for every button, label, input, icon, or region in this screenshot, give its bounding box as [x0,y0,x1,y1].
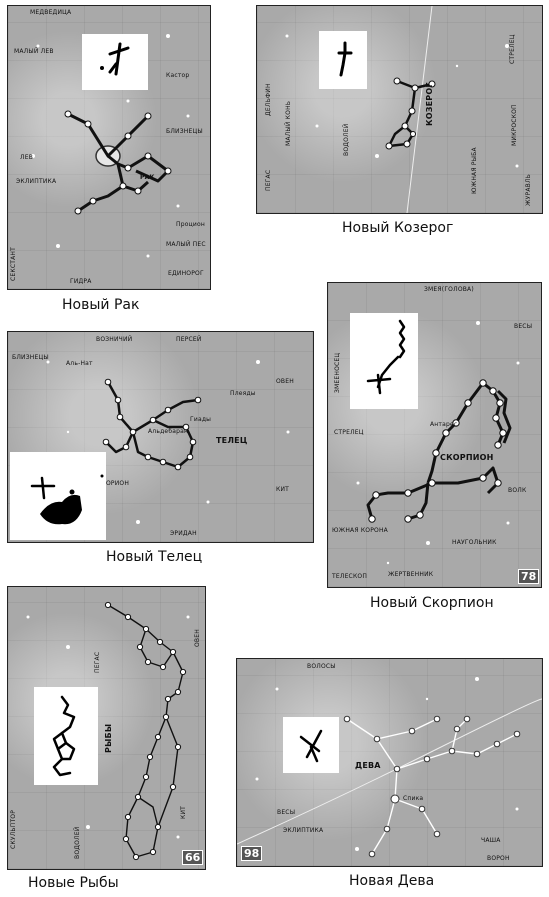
label-oven: ОВЕН [276,378,294,385]
label-persey: ПЕРСЕЙ [176,336,202,343]
label-strelec: СТРЕЛЕЦ [509,34,516,64]
label-pegas: ПЕГАС [265,169,272,191]
constellation-kozerog-chart [285,6,519,213]
label-bliznecy: БЛИЗНЕЦЫ [12,354,49,361]
label-antares: Антарес [430,421,458,428]
constellation-ryby-chart [26,601,190,861]
caption-skorpion: Новый Скорпион [370,595,494,611]
label-chasha: ЧАША [481,837,501,844]
constellation-rak-chart [31,34,190,258]
deva-shape-icon [299,729,323,763]
label-giady: Гиады [190,416,212,423]
caption-kozerog: Новый Козерог [342,220,454,236]
label-ekliptika: ЭКЛИПТИКА [16,178,57,185]
label-maly-lev: МАЛЫЙ ЛЕВ [14,48,54,55]
label-zmeya: ЗМЕЯ(ГОЛОВА) [424,286,474,293]
constellation-telec-chart [46,360,290,524]
label-telec: ТЕЛЕЦ [216,436,248,445]
page-number-66: 66 [182,850,204,865]
label-volk: ВОЛК [508,487,527,494]
label-voron: ВОРОН [487,855,510,862]
label-orion: ОРИОН [106,480,130,487]
map-ryby: ПЕГАС РЫБЫ КИТ СКУЛЬПТОР ВОДОЛЕЙ ОВЕН 66 [7,586,206,870]
caption-ryby: Новые Рыбы [28,875,119,891]
label-aldebaran: Альдебаран [148,428,189,435]
label-telescope: ТЕЛЕСКОП [332,573,368,580]
label-sekstant: СЕКСТАНТ [10,247,17,281]
label-edinorog: ЕДИНОРОГ [168,270,204,277]
map-telec: ВОЗНИЧИЙ ПЕРСЕЙ БЛИЗНЕЦЫ Аль-Нат ОВЕН Пл… [7,331,314,543]
map-rak: МЕДВЕДИЦА МАЛЫЙ ЛЕВ ЛЕВ ЭКЛИПТИКА РАК БЛ… [7,5,211,290]
ryby-shape-icon [52,695,76,777]
label-lev: ЛЕВ [20,154,34,161]
label-gidra: ГИДРА [70,278,92,285]
label-yuzhnaya-ryba: ЮЖНАЯ РЫБА [471,147,478,194]
map-skorpion: ЗМЕЯ(ГОЛОВА) ВЕСЫ ЗМЕЕНОСЕЦ СТРЕЛЕЦ Анта… [327,282,542,588]
constellation-deva-chart [237,677,542,858]
caption-deva: Новая Дева [349,873,435,889]
page-number-78: 78 [518,569,540,584]
label-vesy: ВЕСЫ [277,809,296,816]
shape-inset-deva [283,717,339,773]
label-oven: ОВЕН [194,629,201,647]
label-kozerog: КОЗЕРОГ [425,82,434,126]
skorpion-shape-icon [366,319,406,395]
label-ekliptika: ЭКЛИПТИКА [283,827,324,834]
label-skorpion: СКОРПИОН [440,453,494,462]
label-mikroskop: МИКРОСКОП [511,104,518,146]
label-maly-pes: МАЛЫЙ ПЕС [166,241,206,248]
label-medvedica: МЕДВЕДИЦА [30,9,72,16]
shape-inset-ryby [34,687,98,785]
label-strelec: СТРЕЛЕЦ [334,429,364,436]
label-vesy: ВЕСЫ [514,323,533,330]
label-bliznecy: БЛИЗНЕЦЫ [166,128,203,135]
label-zhuravl: ЖУРАВЛЬ [525,174,532,206]
label-volosy: ВОЛОСЫ [307,663,336,670]
label-yuzhnaya-korona: ЮЖНАЯ КОРОНА [332,527,388,534]
map-kozerog: ДЕЛЬФИН МАЛЫЙ КОНЬ ВОДОЛЕЙ ПЕГАС КОЗЕРОГ… [256,5,543,214]
label-kit: КИТ [180,805,187,819]
label-spika: Спика [403,795,424,802]
shape-inset-rak [82,34,148,90]
label-eridan: ЭРИДАН [170,530,197,537]
shape-inset-telec [10,452,106,540]
telec-shape-icon [30,474,104,525]
constellation-skorpion-chart [356,321,520,565]
label-zhertvennik: ЖЕРТВЕННИК [388,571,434,578]
label-naugolnik: НАУГОЛЬНИК [452,539,497,546]
label-alnat: Аль-Нат [66,360,93,367]
label-pleyady: Плеяды [230,390,256,397]
label-vodoley: ВОДОЛЕЙ [343,123,350,156]
label-procion: Процион [176,221,205,228]
caption-telec: Новый Телец [106,549,203,565]
label-deva: ДЕВА [355,761,381,770]
map-deva: ВОЛОСЫ ДЕВА ВЕСЫ ЭКЛИПТИКА Спика ЧАША ВО… [236,658,543,867]
label-zmeenosec: ЗМЕЕНОСЕЦ [334,352,341,393]
label-pegas: ПЕГАС [94,651,101,673]
label-maly-kon: МАЛЫЙ КОНЬ [285,100,292,146]
label-rak: РАК [140,174,155,181]
label-voznichiy: ВОЗНИЧИЙ [96,336,133,343]
label-vodoley: ВОДОЛЕЙ [74,826,81,859]
label-delfin: ДЕЛЬФИН [265,83,272,116]
label-ryby: РЫБЫ [104,723,113,753]
page-number-98: 98 [241,846,263,861]
shape-inset-kozerog [319,31,367,89]
shape-inset-skorpion [350,313,418,409]
label-kit: КИТ [276,486,290,493]
caption-rak: Новый Рак [62,297,140,313]
label-kastor: Кастор [166,72,190,79]
kozerog-shape-icon [337,41,353,77]
rak-shape-icon [100,42,130,76]
label-skulptor: СКУЛЬПТОР [10,809,17,849]
